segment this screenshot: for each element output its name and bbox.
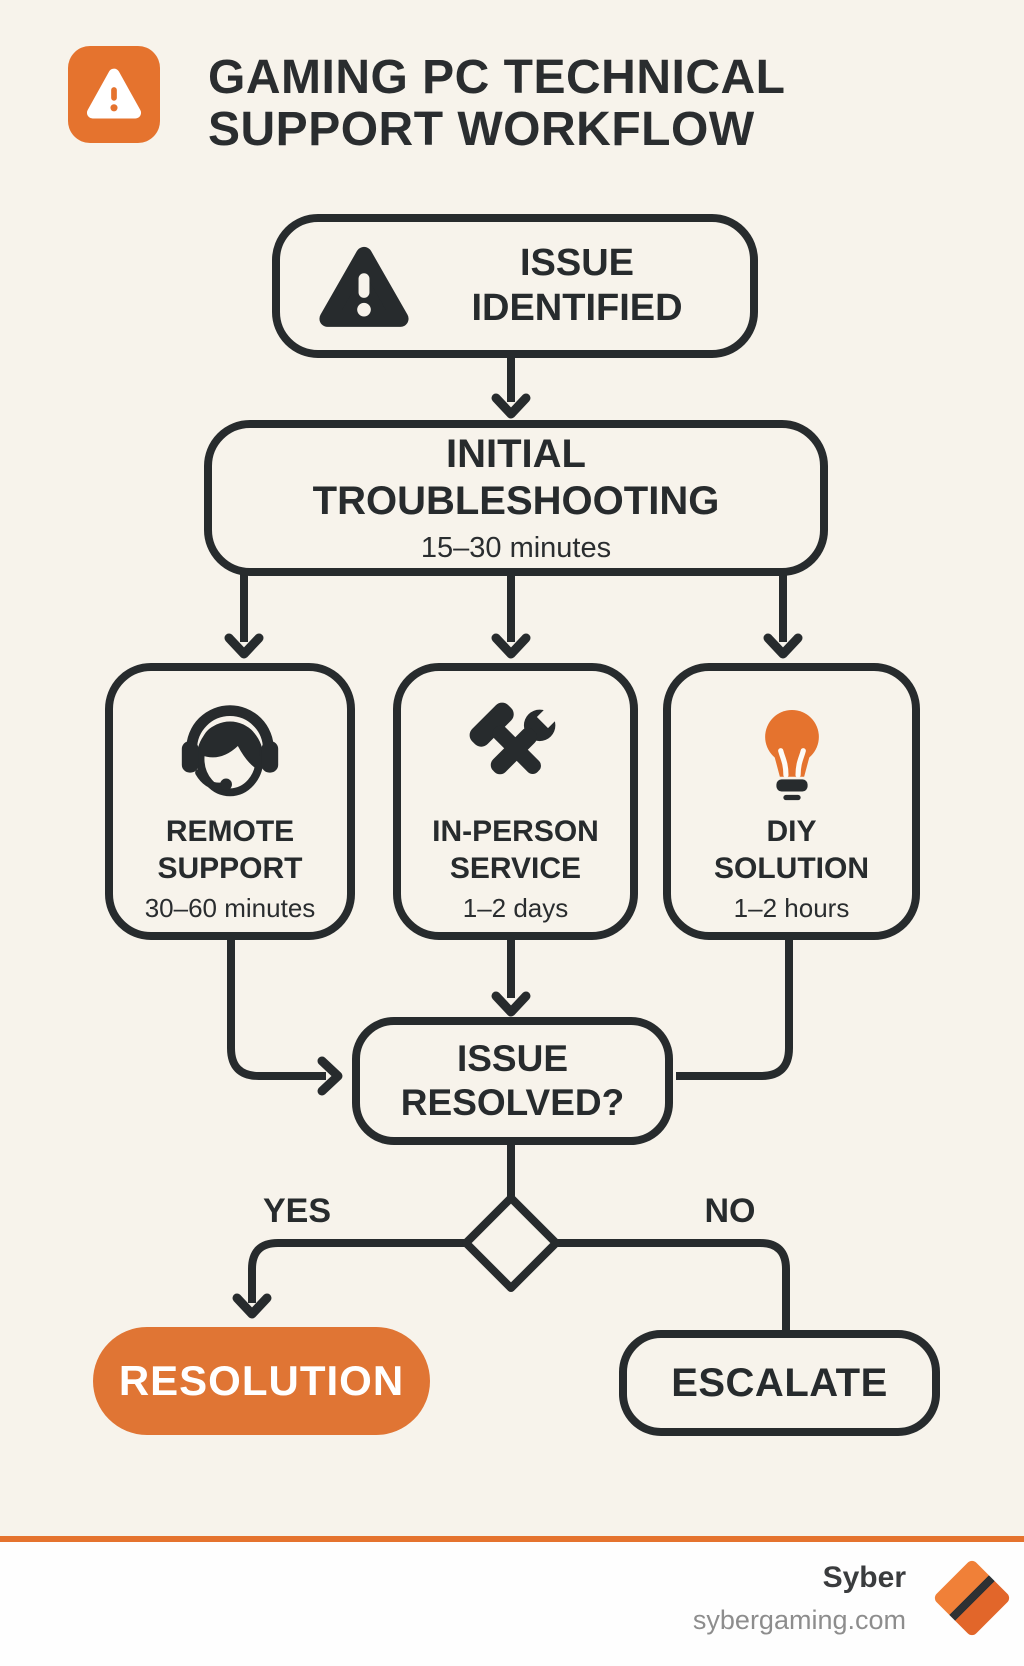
decision-diamond	[462, 1194, 560, 1292]
node-label-line1: REMOTE	[165, 815, 295, 848]
node-label: IN-PERSON SERVICE	[432, 813, 599, 887]
node-label: ISSUE RESOLVED?	[401, 1037, 624, 1125]
node-label: INITIAL TROUBLESHOOTING	[313, 431, 720, 525]
node-initial-troubleshooting: INITIAL TROUBLESHOOTING 15–30 minutes	[204, 420, 828, 576]
node-in-person-service: IN-PERSON SERVICE 1–2 days	[393, 663, 638, 940]
node-label-line1: ISSUE	[456, 1038, 569, 1079]
node-escalate: ESCALATE	[619, 1330, 940, 1436]
icon-slot	[456, 687, 576, 811]
connector-no-to-escalate	[556, 1239, 790, 1332]
warning-triangle-icon	[86, 68, 142, 118]
node-label-line2: RESOLVED?	[400, 1082, 625, 1123]
node-label: ESCALATE	[671, 1360, 888, 1405]
node-label-line2: SUPPORT	[157, 852, 303, 885]
arrowhead-down-icon	[224, 633, 264, 659]
footer-divider	[0, 1536, 1024, 1542]
footer-brand-block: Syber sybergaming.com	[693, 1556, 1014, 1640]
connector-diy-to-resolved	[676, 938, 793, 1080]
node-label-line2: IDENTIFIED	[471, 287, 683, 329]
arrowhead-down-icon	[491, 991, 531, 1017]
node-label: ISSUE IDENTIFIED	[438, 241, 716, 331]
no-label: NO	[704, 1192, 756, 1230]
node-label-line2: SERVICE	[449, 852, 582, 885]
duration-text: 1–2 hours	[733, 893, 850, 923]
connector-remote-to-resolved	[227, 938, 326, 1080]
node-issue-resolved: ISSUE RESOLVED?	[352, 1017, 673, 1145]
arrowhead-down-icon	[232, 1293, 272, 1319]
connector-yes-to-resolution	[248, 1239, 466, 1303]
node-resolution: RESOLUTION	[93, 1327, 430, 1435]
node-label-line1: ISSUE	[519, 242, 635, 284]
brand-website: sybergaming.com	[692, 1604, 906, 1635]
node-issue-identified: ISSUE IDENTIFIED	[272, 214, 758, 358]
node-label-line1: IN-PERSON	[432, 815, 599, 848]
hammer-wrench-icon	[469, 702, 561, 775]
icon-slot	[740, 687, 844, 811]
logo-core-shape	[932, 1558, 1012, 1638]
headset-icon	[181, 705, 279, 797]
brand-name: Syber	[822, 1560, 906, 1594]
arrowhead-right-icon	[317, 1056, 343, 1096]
syber-diamond-logo-icon	[930, 1556, 1014, 1640]
node-label: DIY SOLUTION	[714, 813, 869, 887]
duration-text: 15–30 minutes	[420, 532, 612, 564]
arrowhead-down-icon	[763, 633, 803, 659]
duration-text: 30–60 minutes	[144, 893, 316, 923]
arrowhead-down-icon	[491, 393, 531, 419]
yes-label: YES	[262, 1192, 332, 1230]
node-label-line1: INITIAL	[446, 432, 586, 476]
footer: Syber sybergaming.com	[0, 1542, 1024, 1666]
header-warning-badge	[68, 46, 160, 143]
page-title: GAMING PC TECHNICAL SUPPORT WORKFLOW	[208, 52, 785, 156]
node-remote-support: REMOTE SUPPORT 30–60 minutes	[105, 663, 355, 940]
icon-slot	[171, 687, 289, 811]
page-title-line1: GAMING PC TECHNICAL	[208, 51, 786, 104]
duration-text: 1–2 days	[462, 893, 569, 923]
lightbulb-icon	[764, 710, 819, 801]
page-title-line2: SUPPORT WORKFLOW	[208, 103, 755, 156]
arrowhead-down-icon	[491, 633, 531, 659]
node-label-line2: SOLUTION	[714, 852, 869, 885]
node-label: REMOTE SUPPORT	[157, 813, 302, 887]
node-label-line1: DIY	[766, 815, 817, 848]
brand-text-column: Syber sybergaming.com	[693, 1561, 906, 1636]
node-label-line2: TROUBLESHOOTING	[312, 479, 720, 523]
node-diy-solution: DIY SOLUTION 1–2 hours	[663, 663, 920, 940]
warning-triangle-icon	[319, 246, 409, 327]
